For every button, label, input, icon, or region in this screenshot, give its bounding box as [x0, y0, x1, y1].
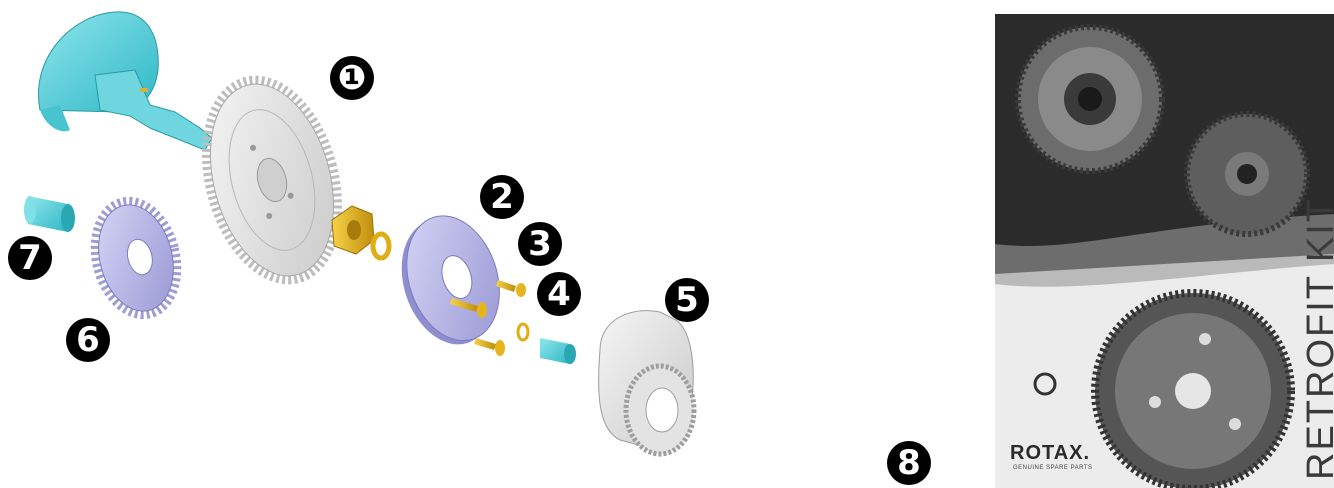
drum-photo	[1018, 27, 1162, 171]
kit-photo-illustration	[995, 14, 1334, 488]
callout-6: 6	[66, 318, 110, 362]
callout-2: 2	[480, 175, 524, 219]
clutch-drum-part-5	[599, 311, 694, 454]
callout-3: 3	[518, 222, 562, 266]
large-gear-part-1	[186, 65, 359, 294]
bushing-part-right	[540, 338, 576, 364]
crankshaft-part	[38, 12, 212, 150]
starter-gear-part-6	[83, 192, 189, 324]
callout-4: 4	[537, 272, 581, 316]
callout-1: ❶	[330, 56, 374, 100]
rotax-brand-sub: GENUINE SPARE PARTS	[1013, 465, 1093, 471]
small-washer-part	[518, 324, 528, 340]
bushing-part-7	[24, 196, 75, 232]
big-gear-photo	[1095, 293, 1291, 488]
brass-washer-part	[373, 234, 389, 258]
callout-5: 5	[665, 278, 709, 322]
starter-gear-photo	[1187, 114, 1307, 234]
callout-7: 7	[8, 236, 52, 280]
callout-8: 8	[887, 441, 931, 485]
retrofit-kit-label: RETROFIT KIT	[1300, 197, 1334, 480]
retrofit-kit-photo	[995, 14, 1334, 488]
clutch-hub-part	[386, 204, 516, 357]
rotax-brand: ROTAX.	[1010, 442, 1090, 465]
